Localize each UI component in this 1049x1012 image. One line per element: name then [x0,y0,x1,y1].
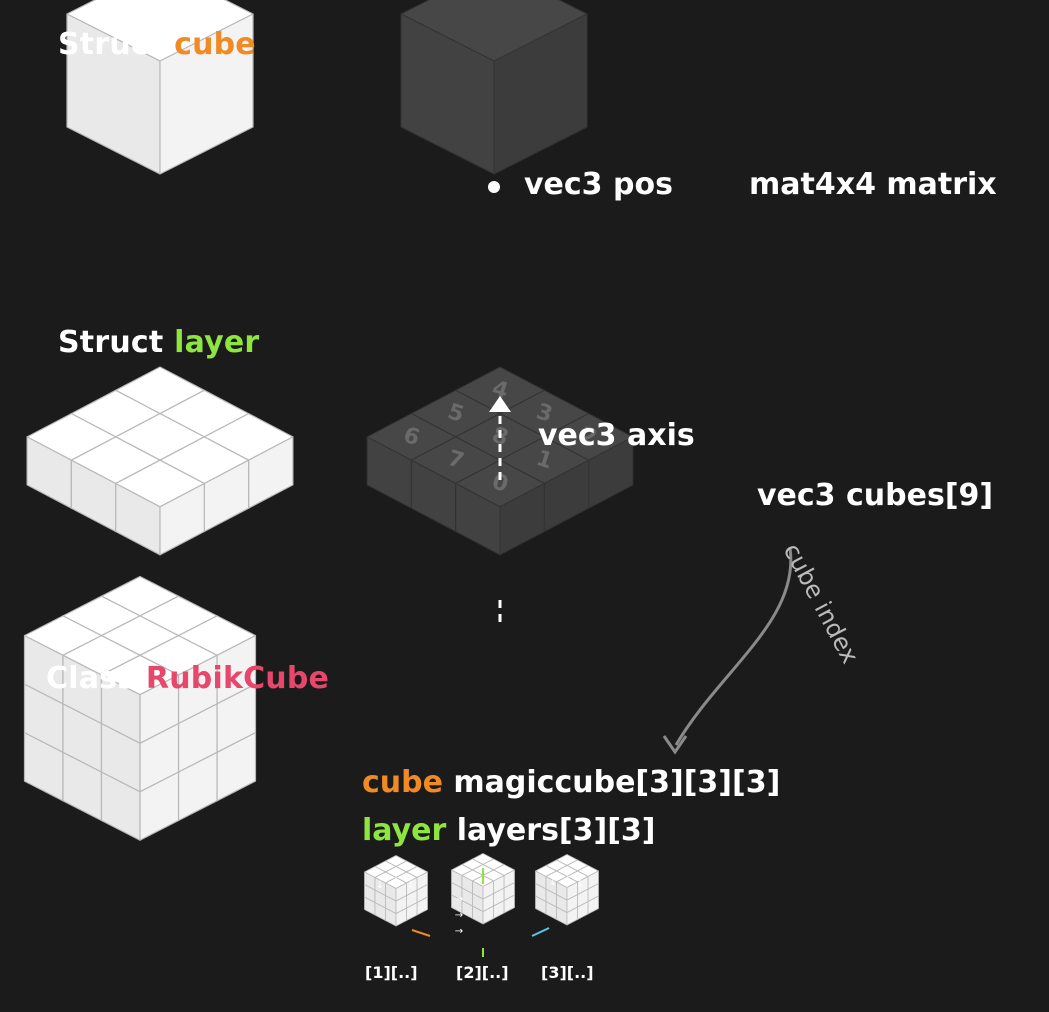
layer-cube-number: 1 [533,446,555,475]
cube-right-face [499,483,545,556]
pos-dot [488,181,500,193]
right-arrow-icon: → [455,926,463,937]
cube-right-face [566,881,578,901]
dark-layer [366,366,634,556]
down-arrow-icon: ↓ [376,880,384,891]
layer-index-3: [3][..] [541,963,594,982]
cube-right-face [395,882,407,902]
down-arrow-icon: ↓ [549,877,557,888]
dark-cube [400,0,588,175]
layers-field: layer layers[3][3] [362,813,656,848]
down-arrow-icon: ↓ [564,875,572,886]
down-arrow-icon: ↓ [576,879,584,890]
layer-cube-number: 3 [533,399,555,428]
layer-cube-number: 0 [489,469,511,498]
layer-cube-number: 4 [489,376,511,405]
cube-index-arrow [662,547,793,755]
right-arrow-icon: → [455,894,463,905]
cube-index-label: cube index [778,539,865,668]
vec3-axis-label: vec3 axis [538,418,695,453]
magiccube-field: cube magiccube[3][3][3] [362,765,781,800]
mat4x4-matrix-label: mat4x4 matrix [749,167,997,202]
cube-right-face [493,13,588,175]
layer-index-1: [1][..] [365,963,418,982]
cube-right-face [159,482,205,556]
layer-index-2: [2][..] [456,963,509,982]
layer-cube-number: 5 [445,399,467,428]
rubik-cube [23,575,257,841]
vec3-cubes-label: vec3 cubes[9] [757,478,994,513]
blue-axis-line [531,927,550,937]
cube-right-face [159,13,254,175]
mini-layer-cubes: ↓ ↓ ↓ → → → ↓ ↓ ↓ [364,853,599,957]
orange-axis-line [411,929,431,937]
right-arrow-icon: → [455,910,463,921]
struct-cube-heading: Struct cube [58,27,256,62]
class-rubikcube-heading: Class RubikCube [46,661,330,696]
layer-cube-number: 2 [577,423,599,452]
layer-cube-numbers: 453682710 [400,376,599,498]
struct-layer-heading: Struct layer [58,325,260,360]
white-cube [66,0,254,175]
cube-right-face [482,880,494,900]
down-arrow-icon: ↓ [407,880,415,891]
axis-arrow [489,396,511,625]
layer-cube-number: 6 [400,423,422,452]
down-arrow-icon: ↓ [392,876,400,887]
cube-right-face [139,674,180,744]
vec3-pos-label: vec3 pos [524,167,673,202]
layer-cube-number: 7 [445,446,467,475]
white-layer [26,366,294,556]
